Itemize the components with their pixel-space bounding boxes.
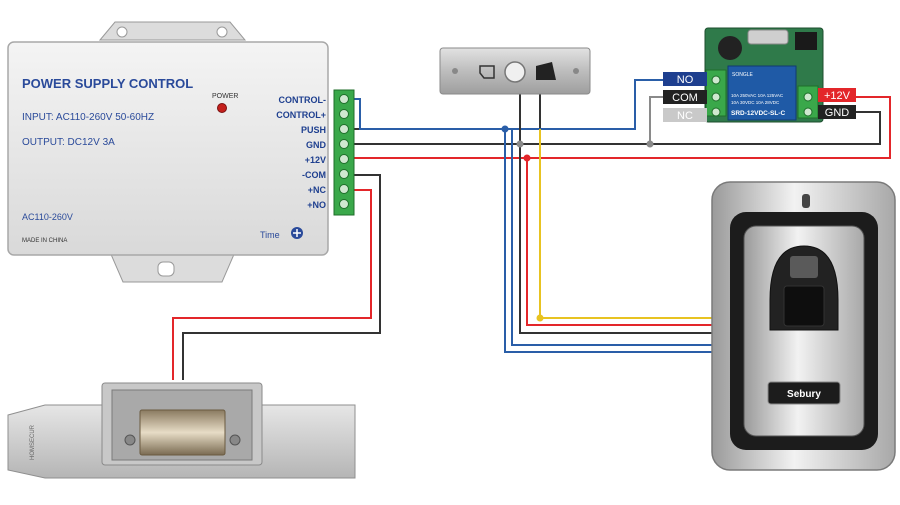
tag-no-box xyxy=(663,72,707,86)
fingerprint-led-window xyxy=(790,256,818,278)
wire-lock-black xyxy=(182,174,381,380)
reader-led xyxy=(802,194,810,208)
relay-component xyxy=(795,32,817,50)
wire-reader-black xyxy=(519,144,714,334)
screw-icon xyxy=(339,169,349,179)
screw-icon xyxy=(339,139,349,149)
tag-12v-box xyxy=(818,88,856,102)
relay-antenna-coil xyxy=(747,29,789,45)
fingerprint-sensor xyxy=(783,285,825,327)
reader-brand: Sebury xyxy=(787,389,821,400)
exit-push-button xyxy=(504,61,526,83)
screw-icon xyxy=(803,92,813,102)
exit-button xyxy=(439,47,591,95)
lock-brand: HOMSECUR xyxy=(30,424,36,460)
screw-icon xyxy=(803,107,813,117)
wires xyxy=(172,79,891,380)
wire-reader-blue-2 xyxy=(511,129,714,346)
screw-icon xyxy=(339,184,349,194)
hand-press-icon xyxy=(479,65,495,79)
screw-icon xyxy=(339,154,349,164)
wire-gnd-black xyxy=(352,111,881,145)
tag-12v: +12V xyxy=(824,90,851,102)
terminal-label-control-minus: CONTROL- xyxy=(279,95,327,105)
power-led-icon xyxy=(217,103,227,113)
terminal-label-nc: +NC xyxy=(308,185,327,195)
psu-output: OUTPUT: DC12V 3A xyxy=(22,137,115,148)
relay-model: SRD-12VDC-SL-C xyxy=(731,110,785,117)
psu-body xyxy=(7,41,329,256)
psu-ac-label: AC110-260V xyxy=(22,212,73,222)
tag-com-box xyxy=(663,90,707,104)
psu-time-label: Time xyxy=(260,230,280,240)
mount-hole-icon xyxy=(216,26,228,38)
screw-icon xyxy=(452,68,458,74)
junction-dot xyxy=(536,314,544,322)
terminal-label-gnd: GND xyxy=(306,140,327,150)
junction-dot xyxy=(646,140,654,148)
screw-icon xyxy=(339,199,349,209)
psu-power-label: POWER xyxy=(212,93,238,100)
junction-dot xyxy=(501,125,509,133)
screw-icon xyxy=(339,124,349,134)
wire-push-black xyxy=(352,92,541,130)
screw-icon xyxy=(711,75,721,85)
wire-reader-blue-1 xyxy=(504,129,714,353)
tag-nc: NC xyxy=(677,110,693,122)
relay-capacitor xyxy=(718,36,742,60)
strike-lock: HOMSECUR xyxy=(7,382,356,479)
relay-block xyxy=(727,65,797,121)
junction-dot xyxy=(516,140,524,148)
tag-com: COM xyxy=(672,92,698,104)
fingerprint-reader: Sebury xyxy=(711,181,896,471)
psu-title: POWER SUPPLY CONTROL xyxy=(22,76,193,91)
psu-terminal-labels: CONTROL- CONTROL+ PUSH GND +12V -COM +NC… xyxy=(276,95,326,210)
time-knob-cross xyxy=(293,229,301,237)
psu-input: INPUT: AC110-260V 50-60HZ xyxy=(22,112,154,123)
terminal-block xyxy=(333,89,355,216)
relay-brand: SONGLE xyxy=(732,72,754,78)
relay-specs-2: 10A 30VDC 10A 28VDC xyxy=(731,100,780,105)
relay-specs-1: 10A 250VAC 10A 125VAC xyxy=(731,93,784,98)
wire-junctions xyxy=(501,125,654,322)
screw-icon xyxy=(573,68,579,74)
wire-reader-red xyxy=(526,158,714,326)
screw-icon xyxy=(339,94,349,104)
wire-12v-red xyxy=(352,96,891,159)
psu-mount-tab-top xyxy=(98,21,247,41)
relay-module: SONGLE 10A 250VAC 10A 125VAC 10A 30VDC 1… xyxy=(663,27,856,123)
terminal-label-control-plus: CONTROL+ xyxy=(276,110,326,120)
wire-control-minus-blue xyxy=(352,98,505,130)
screw-icon xyxy=(711,107,721,117)
screw-icon xyxy=(711,92,721,102)
tag-nc-box xyxy=(663,108,707,122)
mount-hole-icon xyxy=(116,26,128,38)
wire-lock-red xyxy=(172,189,372,380)
door-open-icon xyxy=(536,62,556,80)
tag-gnd: GND xyxy=(825,107,850,119)
reader-brand-badge xyxy=(767,381,841,405)
junction-dot xyxy=(523,154,531,162)
screw-icon xyxy=(229,434,241,446)
power-supply: POWER SUPPLY CONTROL INPUT: AC110-260V 5… xyxy=(7,21,355,283)
lock-bolt xyxy=(139,409,226,456)
terminal-label-push: PUSH xyxy=(301,125,326,135)
terminal-label-no: +NO xyxy=(307,200,326,210)
screw-icon xyxy=(124,434,136,446)
mount-slot-icon xyxy=(157,261,175,277)
terminal-screws xyxy=(339,94,349,209)
terminal-label-com: -COM xyxy=(302,170,326,180)
terminal-label-12v: +12V xyxy=(305,155,326,165)
psu-made-in: MADE IN CHINA xyxy=(22,238,67,244)
tag-no: NO xyxy=(677,74,694,86)
tag-gnd-box xyxy=(818,105,856,119)
screw-icon xyxy=(339,109,349,119)
